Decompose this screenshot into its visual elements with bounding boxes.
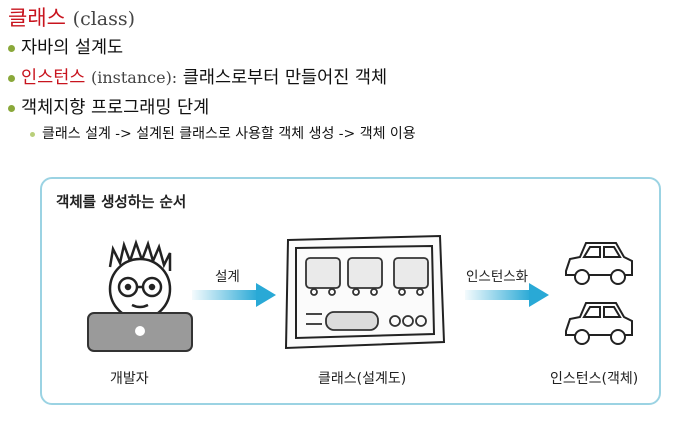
design-arrow-icon — [192, 283, 276, 307]
bullet-text: 자바의 설계도 — [21, 38, 124, 58]
sub-bullet-dot-icon — [30, 131, 35, 137]
developer-icon — [87, 239, 193, 352]
bullet-dot-icon — [8, 104, 15, 112]
design-arrow-label: 설계 — [215, 269, 240, 285]
instance-car-icon — [565, 242, 633, 285]
bullet-dot-icon — [8, 74, 15, 82]
bullet-item: 인스턴스 (instance): 클래스로부터 만들어진 객체 — [8, 66, 387, 90]
instance-english: (instance): — [90, 68, 178, 87]
bullet-item: 객체지향 프로그래밍 단계 — [8, 96, 209, 120]
sub-bullet-item: 클래스 설계 -> 설계된 클래스로 사용할 객체 생성 -> 객체 이용 — [30, 124, 416, 144]
instantiate-arrow-icon — [465, 283, 549, 307]
bullet-text: 객체지향 프로그래밍 단계 — [21, 98, 210, 118]
title-english: (class) — [72, 8, 136, 30]
developer-caption: 개발자 — [110, 371, 149, 387]
instance-car-icon — [565, 302, 633, 345]
diagram-title: 객체를 생성하는 순서 — [56, 195, 187, 211]
class-caption: 클래스(설계도) — [318, 371, 407, 387]
sub-bullet-text: 클래스 설계 -> 설계된 클래스로 사용할 객체 생성 -> 객체 이용 — [42, 126, 416, 142]
instance-caption: 인스턴스(객체) — [550, 371, 639, 387]
bullet-dot-icon — [8, 44, 15, 52]
instantiate-arrow-label: 인스턴스화 — [466, 269, 529, 285]
object-creation-diagram: 객체를 생성하는 순서 개발자 설계 — [40, 177, 661, 405]
bullet-item: 자바의 설계도 — [8, 36, 123, 60]
instance-term: 인스턴스 — [21, 68, 86, 88]
title-korean: 클래스 — [8, 6, 66, 30]
page-title: 클래스 (class) — [8, 4, 135, 33]
class-blueprint-icon — [284, 234, 446, 350]
bullet-text: 클래스로부터 만들어진 객체 — [182, 68, 388, 88]
